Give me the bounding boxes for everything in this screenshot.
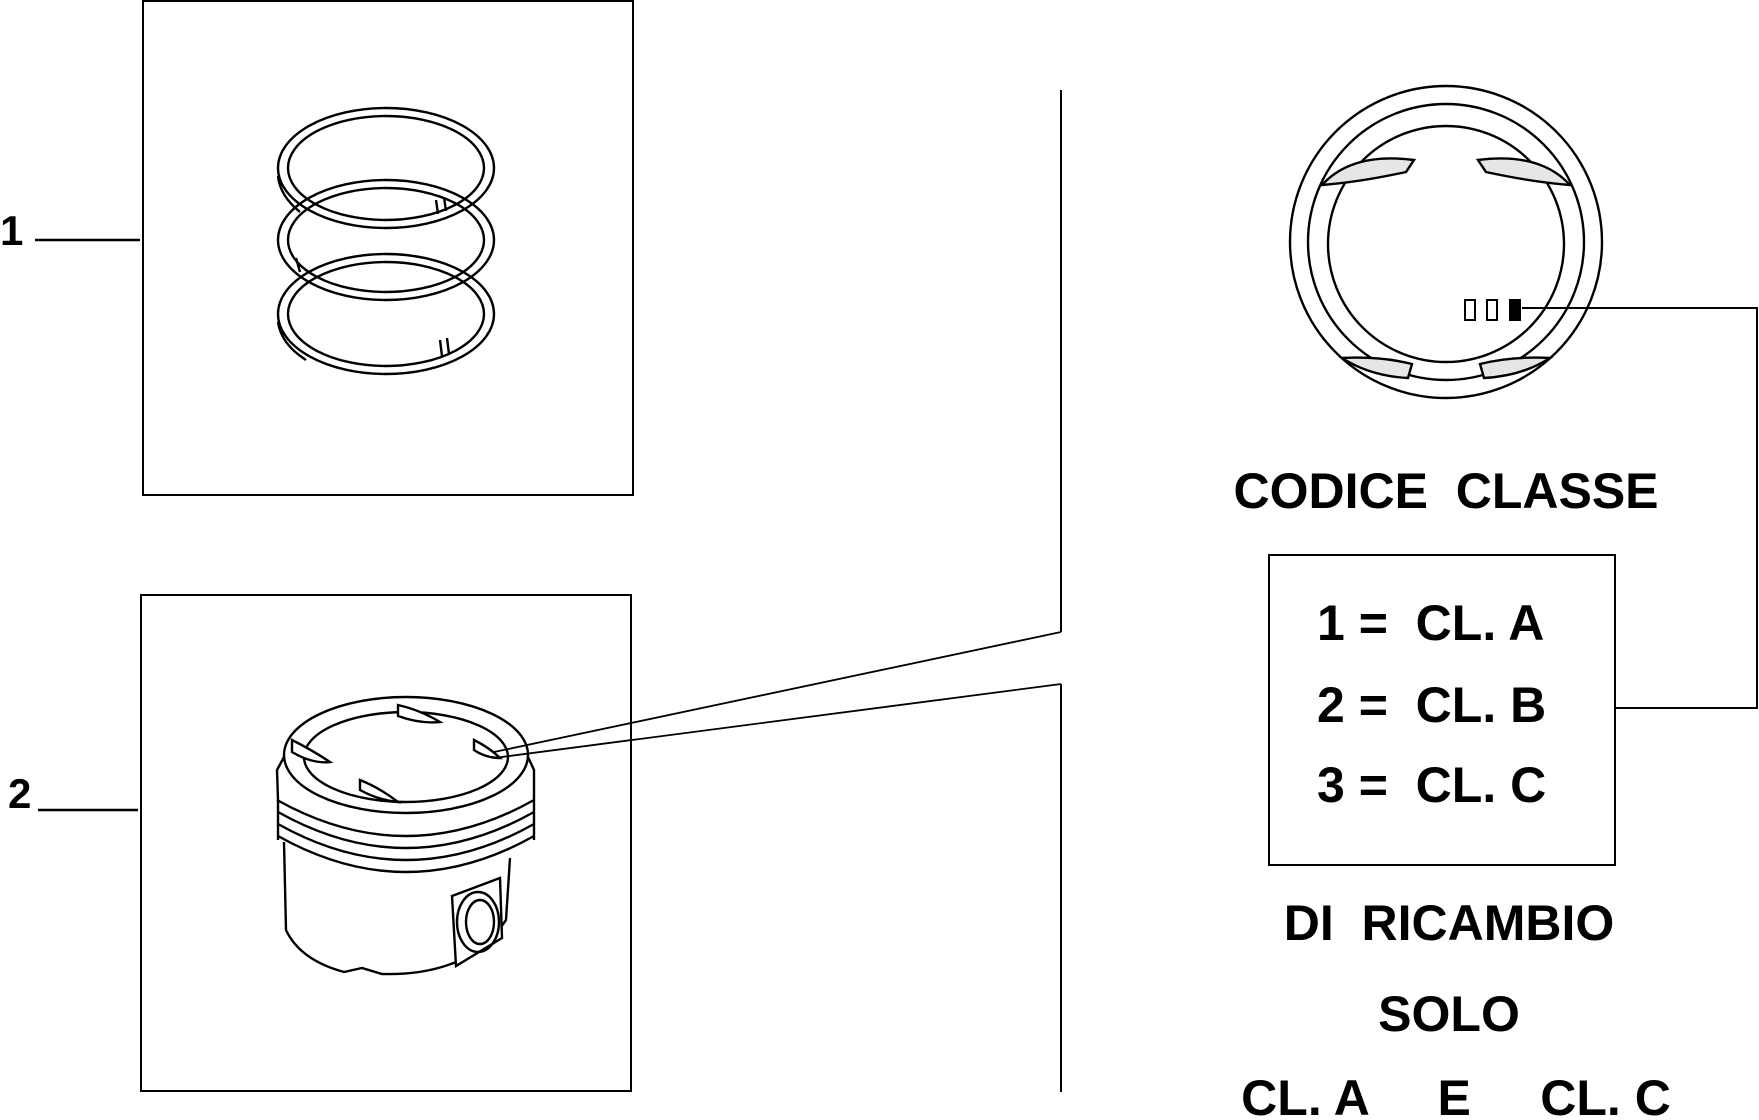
class-mark-3 [1509,299,1521,321]
class-code-marks [1464,299,1521,321]
detail-leader-top [493,631,1062,753]
piston-crown-top-view [1288,84,1604,400]
spare-note-line-2: SOLO [1378,986,1520,1042]
spare-note-line-3: CL. A E CL. C [1241,1070,1671,1120]
piston-ring-set-illustration [276,106,496,376]
callout-label-2: 2 [8,770,31,817]
spare-note-line-1: DI RICAMBIO [1284,895,1615,951]
class-mark-1 [1464,299,1476,321]
callout-label-1: 1 [0,207,23,254]
piston-illustration [275,695,536,976]
class-row-1: 1 = CL. A [1317,595,1544,651]
detail-leader-bottom [493,683,1062,759]
class-row-3: 3 = CL. C [1317,757,1546,813]
class-mark-2 [1486,299,1498,321]
ring-set-frame [142,0,634,496]
class-row-2: 2 = CL. B [1317,677,1546,733]
piston-frame [140,594,632,1092]
class-code-title: CODICE CLASSE [1233,463,1658,519]
class-mark-leader [1522,307,1758,709]
class-code-legend-box [1268,554,1616,866]
